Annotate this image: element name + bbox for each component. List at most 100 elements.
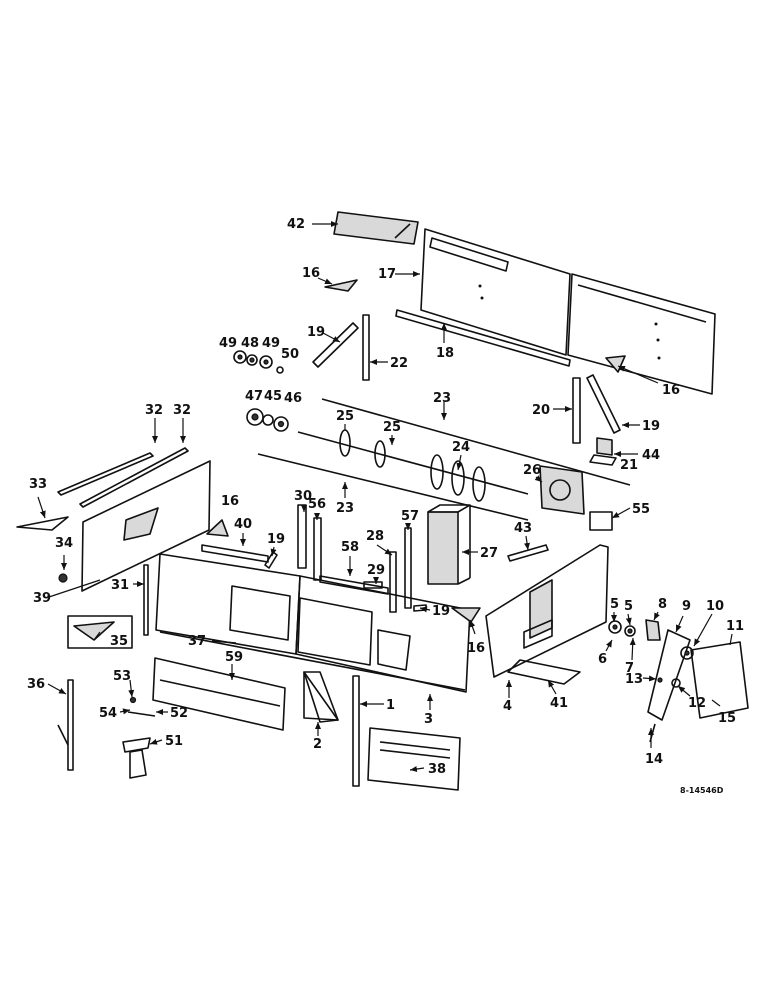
- part-gusset-left: [16, 516, 69, 531]
- leader-lines: [37, 221, 733, 772]
- callout-label: 58: [341, 540, 359, 555]
- callout-label: 46: [284, 391, 302, 406]
- part-41: [507, 659, 581, 685]
- callout-label: 54: [99, 706, 117, 721]
- callout-label: 53: [113, 669, 131, 684]
- callout-label: 33: [29, 477, 47, 492]
- callout-label: 17: [378, 267, 396, 282]
- callout-label: 45: [264, 389, 282, 404]
- callout-label: 1: [386, 698, 395, 713]
- callout-label: 19: [432, 604, 450, 619]
- callout-label: 5: [610, 597, 619, 612]
- callout-label: 52: [170, 706, 188, 721]
- part-bracket-56: [313, 517, 322, 581]
- part-angle-left-2: [79, 447, 189, 508]
- part-bolt-37: [211, 640, 237, 644]
- callout-label: 55: [632, 502, 650, 517]
- callout-label: 20: [532, 403, 550, 418]
- part-59: [152, 657, 286, 731]
- part-shaft-assembly: [608, 619, 749, 743]
- part-gusset-right: [605, 355, 626, 373]
- callout-label: 4: [503, 699, 512, 714]
- callout-label: 22: [390, 356, 408, 371]
- part-angle-strip: [395, 309, 571, 367]
- callout-label: 23: [433, 391, 451, 406]
- callout-label: 32: [173, 403, 191, 418]
- part-36: [57, 679, 74, 771]
- callout-label: 23: [336, 501, 354, 516]
- part-washer-set: [233, 350, 284, 374]
- part-post-right: [572, 377, 581, 444]
- callout-label: 40: [234, 517, 252, 532]
- part-left-side-panel: [81, 460, 211, 592]
- callout-label: 31: [111, 578, 129, 593]
- part-38: [367, 727, 461, 791]
- part-54: [127, 711, 156, 717]
- callout-label: 35: [110, 634, 128, 649]
- callout-label: 27: [480, 546, 498, 561]
- callout-label: 12: [688, 696, 706, 711]
- callout-label: 16: [221, 494, 239, 509]
- part-bracket-30: [297, 504, 307, 569]
- part-box: [427, 504, 471, 585]
- callout-label: 43: [514, 521, 532, 536]
- callout-label: 34: [55, 536, 73, 551]
- callout-label: 59: [225, 650, 243, 665]
- part-bar: [143, 564, 149, 636]
- part-right-side-panel: [485, 544, 609, 678]
- part-35: [67, 615, 133, 649]
- callout-label: 10: [706, 599, 724, 614]
- callout-label: 41: [550, 696, 568, 711]
- part-gusset-mid: [206, 519, 229, 537]
- callout-label: 5: [624, 599, 633, 614]
- callout-label: 18: [436, 346, 454, 361]
- part-plate: [589, 511, 613, 531]
- callout-label: 16: [302, 266, 320, 281]
- drawing-number: 8-14546D: [680, 786, 724, 795]
- callout-label: 48: [241, 336, 259, 351]
- part-strap-small: [264, 551, 278, 569]
- callout-label: 19: [642, 419, 660, 434]
- callout-label: 28: [366, 529, 384, 544]
- callout-label: 6: [598, 652, 607, 667]
- callout-label: 25: [383, 420, 401, 435]
- callout-label: 19: [307, 325, 325, 340]
- callout-label: 8: [658, 597, 667, 612]
- callout-label: 21: [620, 458, 638, 473]
- part-window-strip: [333, 211, 419, 245]
- callout-label: 11: [726, 619, 744, 634]
- part-strap-left: [312, 322, 359, 368]
- callout-label: 16: [662, 383, 680, 398]
- part-53: [129, 696, 137, 704]
- callout-label: 9: [682, 599, 691, 614]
- callout-label: 39: [33, 591, 51, 606]
- callout-label: 30: [294, 489, 312, 504]
- callout-label: 25: [336, 409, 354, 424]
- callout-label: 56: [308, 497, 326, 512]
- callout-label: 51: [165, 734, 183, 749]
- callout-label: 15: [718, 711, 736, 726]
- callout-label: 57: [401, 509, 419, 524]
- part-strap-right: [586, 374, 621, 434]
- part-51: [122, 737, 151, 779]
- callout-label: 16: [467, 641, 485, 656]
- callout-label: 37: [188, 634, 206, 649]
- part-rail: [201, 544, 269, 563]
- callout-label: 49: [262, 336, 280, 351]
- part-upper-rear-panel: [420, 228, 716, 395]
- part-gusset-43: [451, 607, 481, 623]
- part-post: [362, 314, 370, 381]
- callout-label: 44: [642, 448, 660, 463]
- callout-label: 2: [313, 737, 322, 752]
- part-housing: [539, 465, 585, 515]
- callout-label: 19: [267, 532, 285, 547]
- part-bearing-set: [246, 408, 289, 432]
- part-post-57: [404, 527, 412, 609]
- callout-label: 13: [625, 672, 643, 687]
- callout-label: 3: [424, 712, 433, 727]
- callout-label: 36: [27, 677, 45, 692]
- part-strip: [507, 544, 549, 562]
- callout-label: 50: [281, 347, 299, 362]
- part-bolt: [58, 573, 68, 583]
